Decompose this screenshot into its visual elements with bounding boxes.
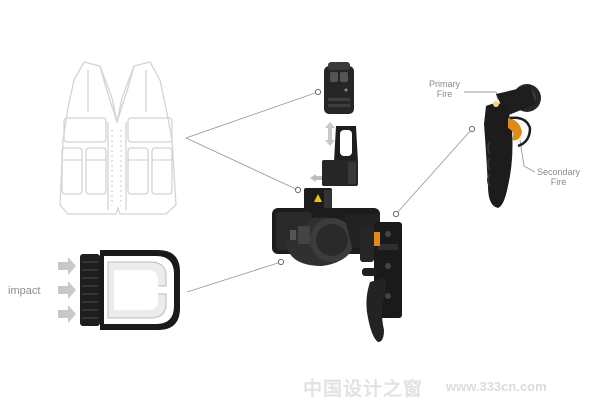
connector-lines xyxy=(185,91,536,293)
primary-fire-label: Primary Fire xyxy=(429,79,460,99)
handheld-trigger-grip xyxy=(484,84,541,208)
primary-fire-line1: Primary xyxy=(429,79,460,89)
holster-clip xyxy=(322,126,358,186)
watermark-chinese-text: 中国设计之窗 xyxy=(303,378,424,400)
impact-label: impact xyxy=(8,285,41,297)
secondary-fire-line1: Secondary xyxy=(537,167,581,177)
connector-dots xyxy=(277,88,476,266)
side-arrow xyxy=(310,174,322,182)
impact-absorber-section xyxy=(80,250,180,330)
secondary-fire-line2: Fire xyxy=(550,177,567,187)
lower-grip xyxy=(362,268,386,342)
assembly-double-arrow xyxy=(325,122,335,146)
top-battery-module xyxy=(324,62,354,114)
secondary-fire-label: Secondary Fire xyxy=(537,167,580,187)
tactical-vest-illustration xyxy=(59,61,177,215)
impact-arrows xyxy=(58,257,76,323)
watermark-url-text: www.333cn.com xyxy=(446,379,547,394)
warning-module xyxy=(304,188,332,210)
primary-fire-line2: Fire xyxy=(436,89,453,99)
